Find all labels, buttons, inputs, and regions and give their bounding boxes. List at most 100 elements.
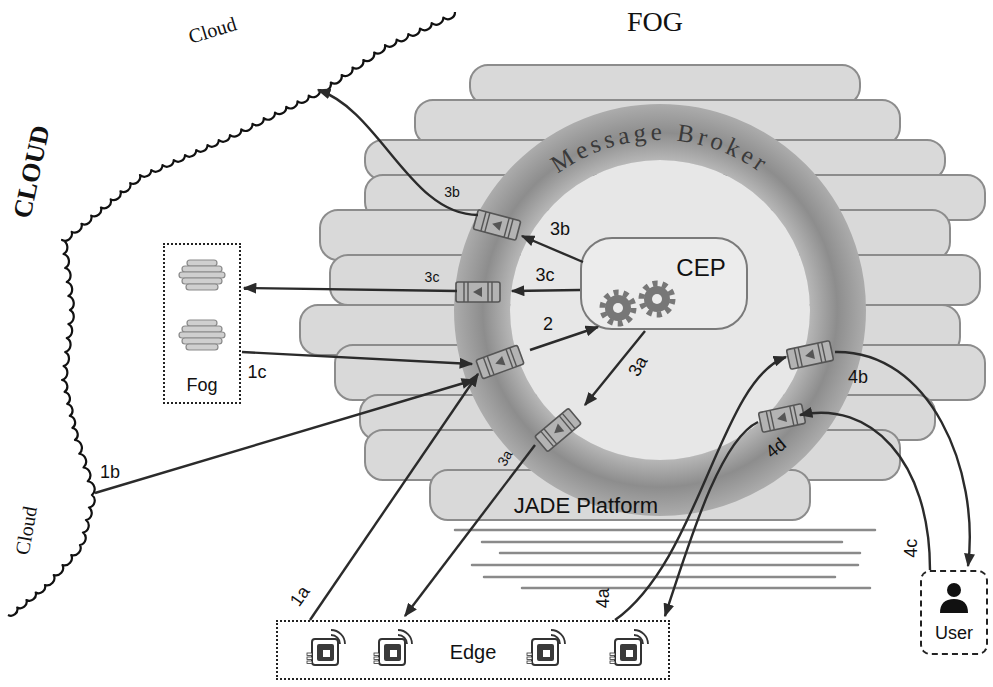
gears-illustration <box>580 237 748 330</box>
queue-body <box>473 210 521 241</box>
callout-number-holder: 3b <box>444 184 460 200</box>
queue-symbol <box>758 404 805 433</box>
callout-number: 2 <box>543 314 553 335</box>
platform-lines <box>455 530 875 588</box>
device-chip <box>543 650 550 657</box>
region-title-holder: CLOUD <box>8 123 57 221</box>
queue-symbol <box>535 408 582 452</box>
queue-divider <box>794 348 798 368</box>
device-pin <box>374 653 379 656</box>
box-label-holder: Fog <box>186 375 217 396</box>
platform-line <box>484 576 835 579</box>
process-label: CEP <box>676 254 725 282</box>
fog-icon-band <box>186 284 218 290</box>
box-label: Fog <box>186 375 217 396</box>
queue-body <box>786 341 833 370</box>
queue-divider <box>562 413 575 428</box>
fog-icon-band <box>182 278 222 284</box>
flow-arrow <box>665 422 758 616</box>
gear-icon <box>642 284 673 315</box>
queue-divider <box>818 343 822 363</box>
flow-arrow <box>310 374 478 620</box>
fog-icon-band <box>187 320 217 326</box>
queue-divider <box>485 213 490 232</box>
fog-icon-band <box>179 272 225 278</box>
device-chip <box>390 650 397 657</box>
device-frame <box>532 639 558 665</box>
queue-body <box>535 408 582 452</box>
callout-number: 3b <box>550 219 570 240</box>
layer-title-holder: FOG <box>627 6 683 38</box>
callout-number-holder: 1c <box>247 362 266 383</box>
device-pin <box>307 657 312 660</box>
queue-body <box>456 282 500 302</box>
box-label: Edge <box>450 641 497 664</box>
message-broker-ring: Message BrokerCEP <box>455 105 865 515</box>
fog-icon-band <box>187 260 217 266</box>
device-chip <box>626 650 633 657</box>
queue-body <box>476 345 524 379</box>
queue-symbol <box>456 282 500 302</box>
queue-arrow <box>776 412 787 424</box>
iot-device-icon <box>527 630 565 665</box>
callout-number-holder: 3c <box>425 269 440 285</box>
device-pin <box>610 661 615 664</box>
queue-arrow <box>491 219 502 231</box>
device-pin <box>307 661 312 664</box>
callout-number: 1c <box>247 362 266 383</box>
queue-symbol <box>473 210 521 241</box>
gear-hole <box>613 303 623 313</box>
callout-number-holder: 4b <box>848 367 868 388</box>
flow-arrow <box>615 357 786 620</box>
platform-line <box>482 541 842 544</box>
callout-number: 4b <box>848 367 868 388</box>
fog-icon-band <box>186 344 218 350</box>
layer-title: FOG <box>627 6 683 38</box>
user-head <box>947 583 961 597</box>
platform-label: JADE Platform <box>514 493 658 518</box>
broker-label: Message Broker <box>546 118 775 178</box>
wifi-arc <box>398 635 407 644</box>
fog-node-box: Fog <box>163 243 241 404</box>
wifi-arc <box>398 630 412 644</box>
iot-device-icon <box>610 630 648 665</box>
queue-divider <box>790 406 794 426</box>
callout-number: 1b <box>100 462 120 483</box>
flow-arrow <box>95 380 474 493</box>
gear-icon <box>603 293 634 324</box>
callout-number-holder: 2 <box>543 314 553 335</box>
gear-body <box>644 286 670 312</box>
queue-body <box>758 404 805 433</box>
fog-icon-band <box>179 332 225 338</box>
device-frame <box>379 639 405 665</box>
device-pin <box>610 653 615 656</box>
device-pin <box>374 657 379 660</box>
broker-inner <box>510 160 810 460</box>
flow-arrow <box>318 90 478 215</box>
callout-number: 4a <box>593 588 614 608</box>
device-pin <box>374 661 379 664</box>
device-pin <box>610 657 615 660</box>
queue-divider <box>822 342 826 362</box>
wifi-arc <box>551 635 560 644</box>
wifi-arc <box>634 630 648 644</box>
queue-arrow <box>804 349 815 361</box>
queue-arrow <box>494 356 506 368</box>
device-pin <box>307 653 312 656</box>
wifi-arc <box>331 635 340 644</box>
queue-divider <box>491 282 492 302</box>
callout-number: 3b <box>444 184 460 200</box>
queue-divider <box>510 348 517 367</box>
callout-number: 3c <box>535 265 554 286</box>
platform-line <box>500 552 860 555</box>
callout-number-holder: 4c <box>902 538 923 557</box>
queue-divider <box>544 429 557 444</box>
callout-number-holder: 1b <box>100 462 120 483</box>
flow-arrow <box>522 236 583 262</box>
device-core <box>317 644 334 661</box>
gear-teeth <box>603 293 634 324</box>
process-label-holder: CEP <box>676 254 725 282</box>
queue-divider <box>770 410 774 430</box>
user-body <box>940 599 968 613</box>
